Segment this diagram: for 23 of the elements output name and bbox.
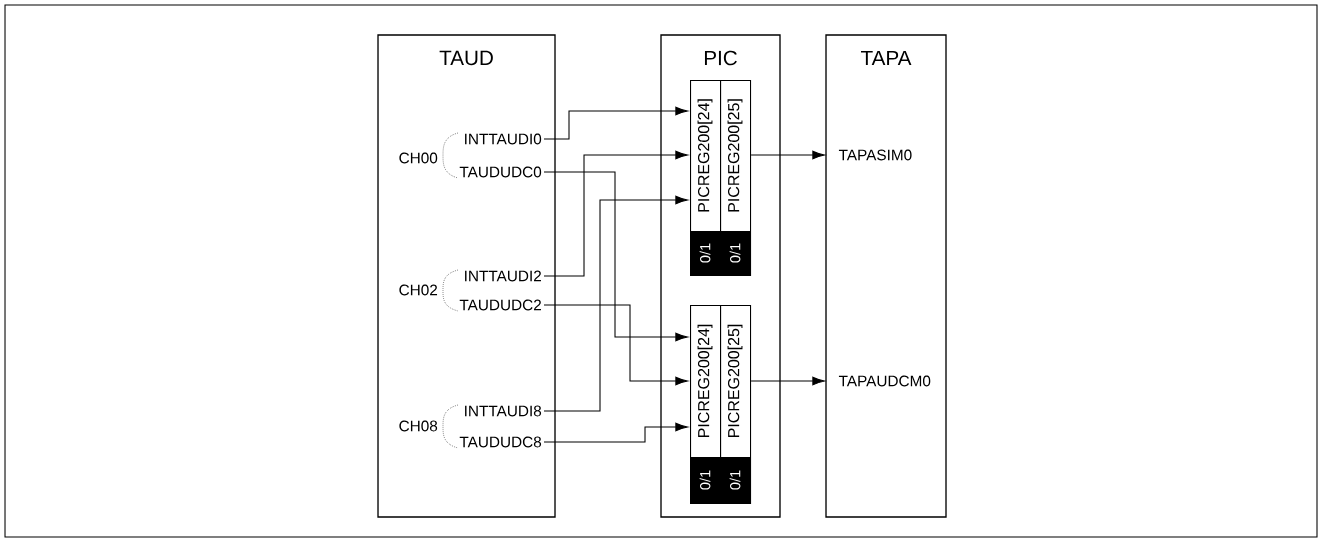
register-column: PICREG200[24] 0/1 (690, 305, 722, 505)
channel-label: CH00 (399, 152, 438, 164)
arrow (543, 195, 688, 412)
register-column: PICREG200[25] 0/1 (720, 305, 752, 505)
arrow (543, 171, 688, 342)
register-column: PICREG200[24] 0/1 (690, 80, 722, 276)
signal-label: TAUDUDC2 (459, 299, 541, 311)
signal-label: TAPAUDCM0 (838, 375, 931, 387)
arrow (750, 376, 825, 386)
arrow (543, 106, 688, 140)
arrow (750, 150, 825, 160)
register-column: PICREG200[25] 0/1 (720, 80, 752, 276)
channel-label: CH08 (399, 420, 438, 432)
signal-label: INTTAUDI0 (465, 133, 542, 145)
signal-label: TAUDUDC0 (459, 166, 542, 178)
arrow (543, 304, 688, 386)
arrow (543, 150, 688, 277)
signal-label: INTTAUDI2 (465, 270, 541, 282)
signal-label: TAPASIM0 (838, 149, 912, 161)
signal-label: INTTAUDI8 (465, 405, 542, 417)
signal-label: TAUDUDC8 (459, 436, 542, 448)
arrow (543, 422, 688, 443)
channel-label: CH02 (399, 284, 438, 296)
